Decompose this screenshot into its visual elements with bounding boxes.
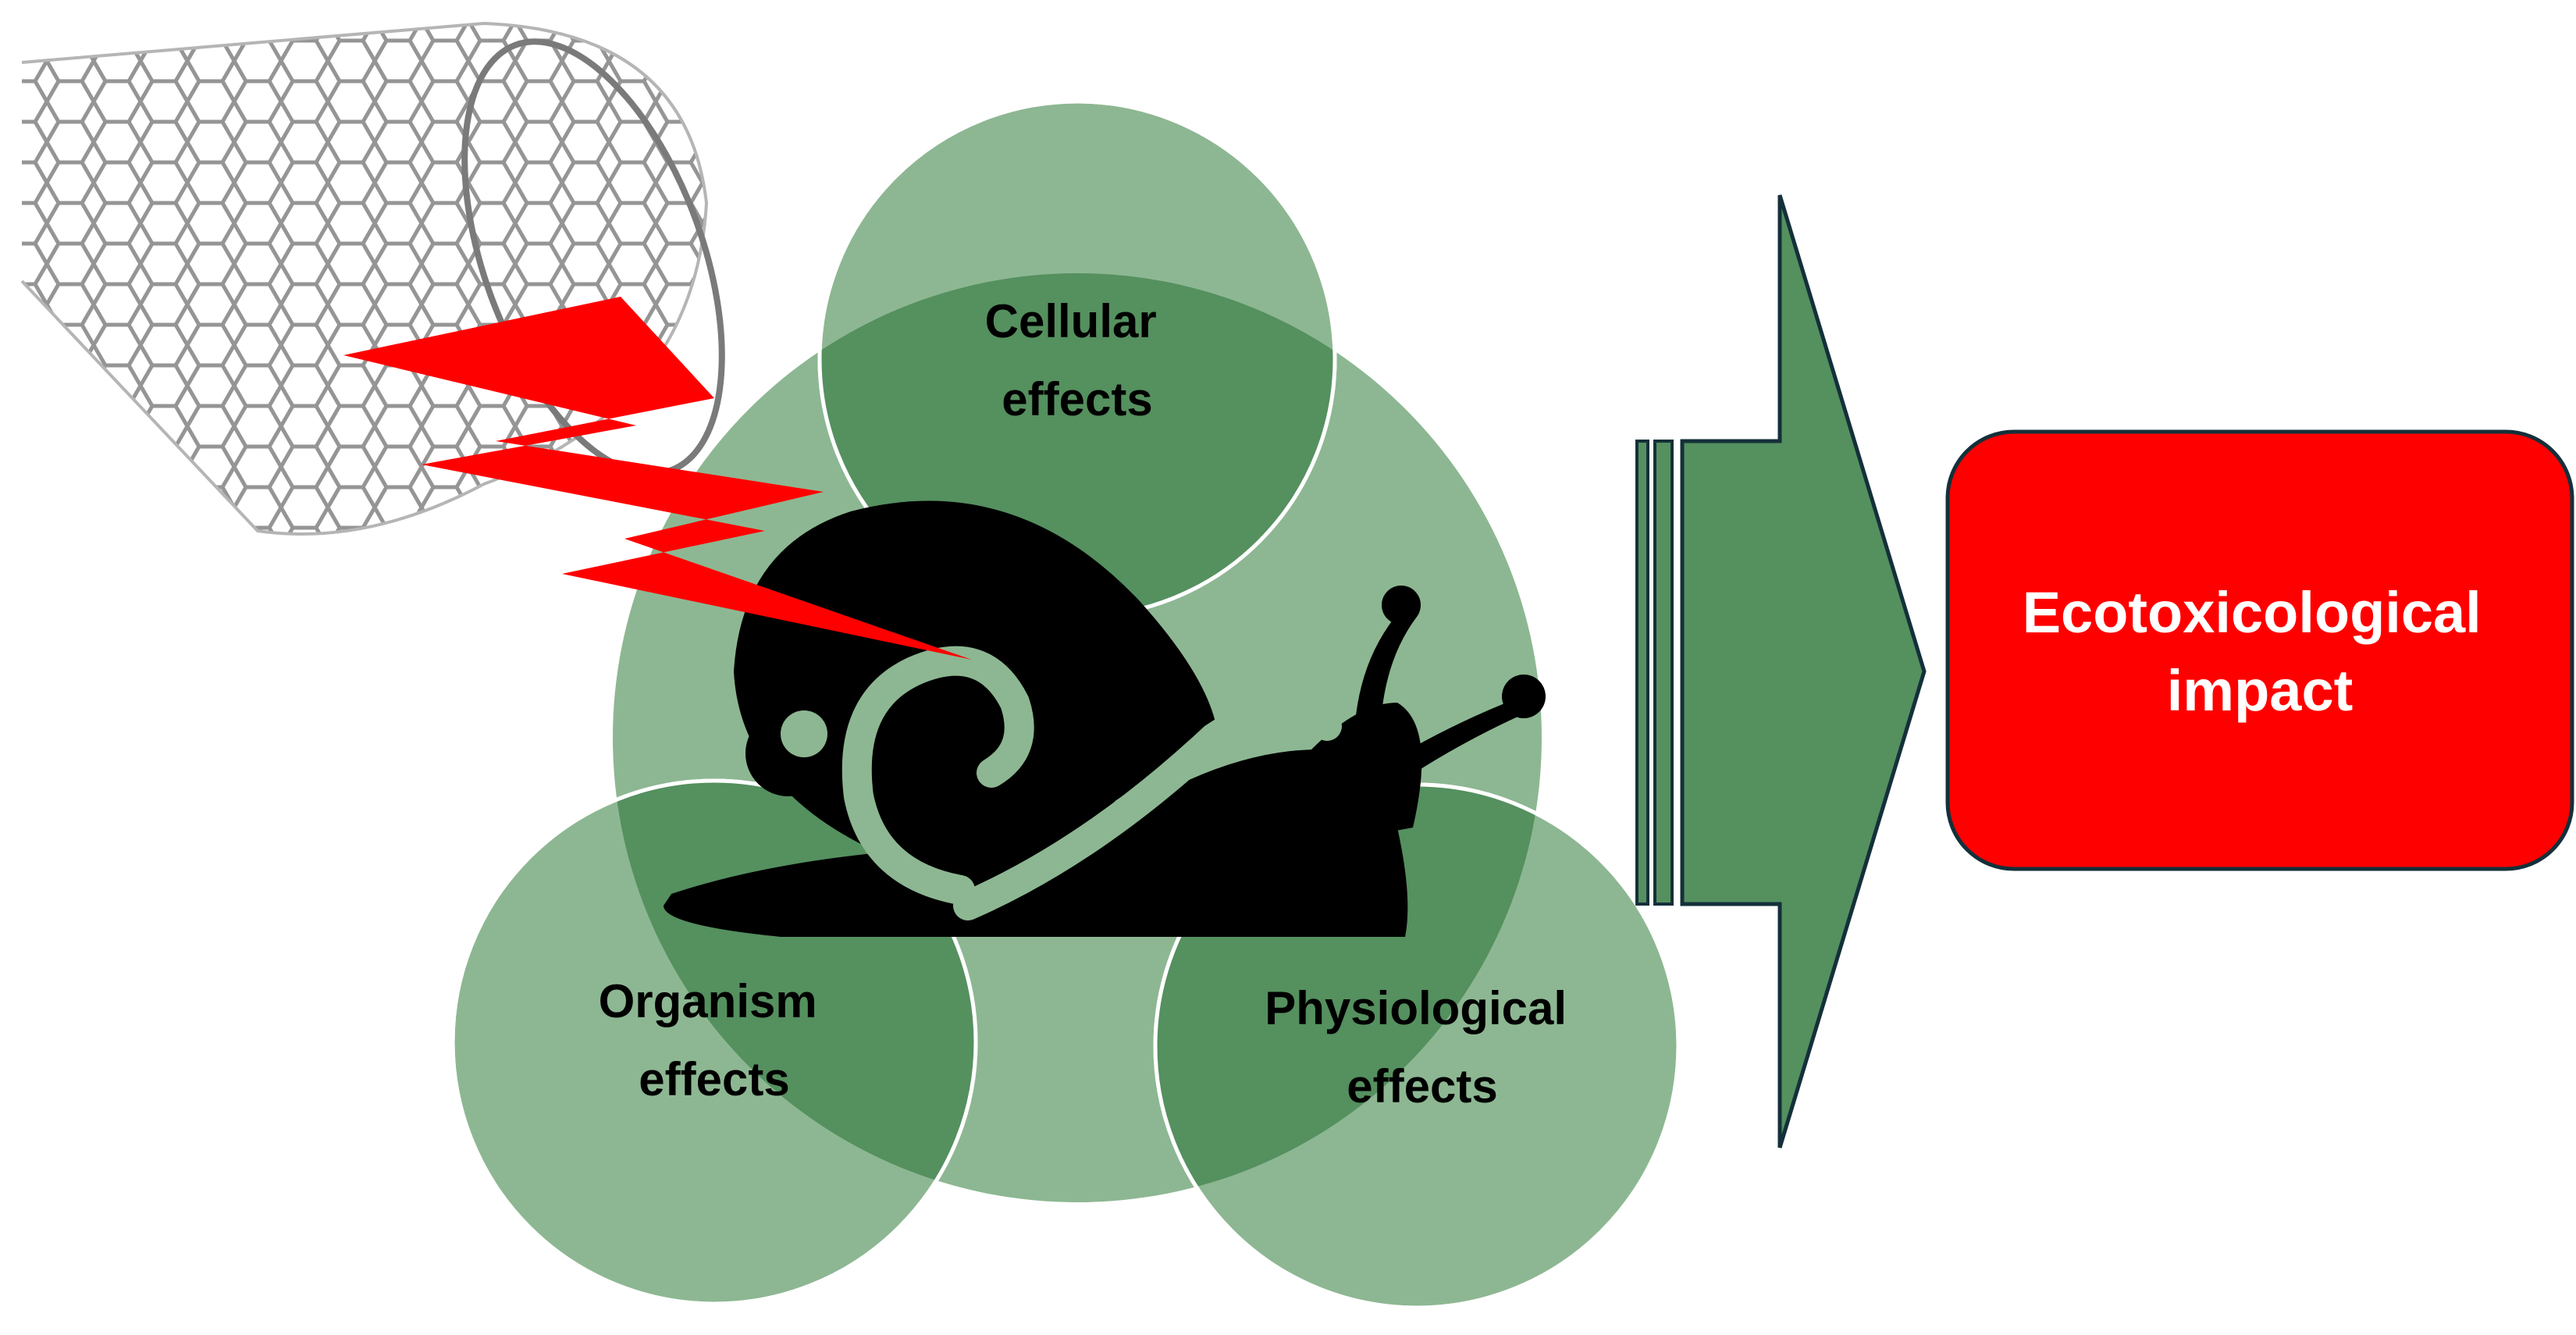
snail-shell-spiral bbox=[841, 646, 1342, 920]
organism-label: Organism effects bbox=[599, 975, 831, 1105]
physiological-label: Physiological effects bbox=[1265, 982, 1579, 1112]
impact-label: Ecotoxicological impact bbox=[2023, 580, 2498, 723]
lightning-bolt-icon bbox=[343, 297, 972, 660]
carbon-nanotube-icon bbox=[20, 21, 725, 536]
right-arrow-icon bbox=[1635, 194, 1927, 1148]
cellular-label: Cellular effects bbox=[985, 295, 1170, 425]
impact-box bbox=[1945, 429, 2574, 871]
